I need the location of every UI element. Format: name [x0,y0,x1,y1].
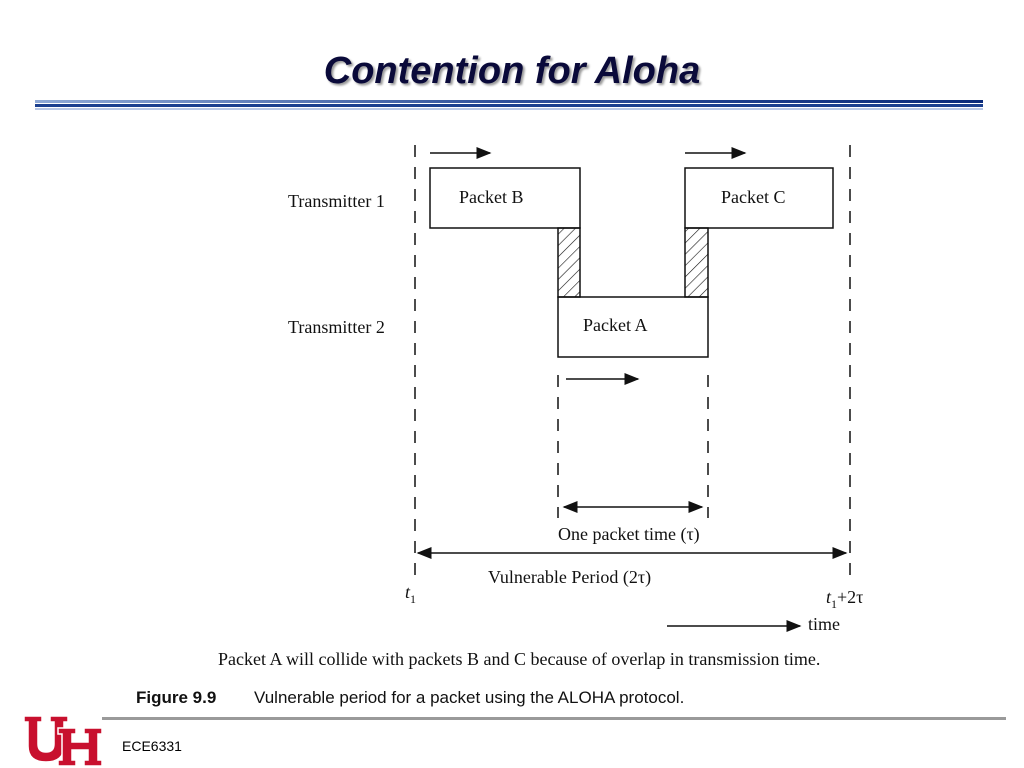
packet-a-box [557,296,709,358]
figure-number: Figure 9.9 [136,688,216,707]
title-underline [35,100,983,110]
time-label: time [808,614,840,634]
vulnerable-period-label: Vulnerable Period (2τ) [488,567,651,588]
transmitter-2-label: Transmitter 2 [288,317,385,337]
figure-caption: Vulnerable period for a packet using the… [254,688,684,707]
one-packet-time-label: One packet time (τ) [558,524,700,545]
uh-logo-icon [23,715,103,767]
footer-divider [102,717,1006,720]
packet-b-label: Packet B [459,187,524,207]
slide-title: Contention for Aloha [323,50,701,92]
packet-c-box [684,167,834,229]
collision-overlap-left [557,227,581,298]
t1-label: t1 [405,582,416,606]
transmitter-1-label: Transmitter 1 [288,191,385,211]
packet-c-label: Packet C [721,187,786,207]
t1-plus-2tau-label: t1+2τ [826,587,863,611]
packet-b-box [429,167,581,229]
collision-overlap-right [684,227,709,298]
collision-caption: Packet A will collide with packets B and… [218,649,820,669]
packet-a-label: Packet A [583,315,648,335]
course-code: ECE6331 [122,738,182,754]
